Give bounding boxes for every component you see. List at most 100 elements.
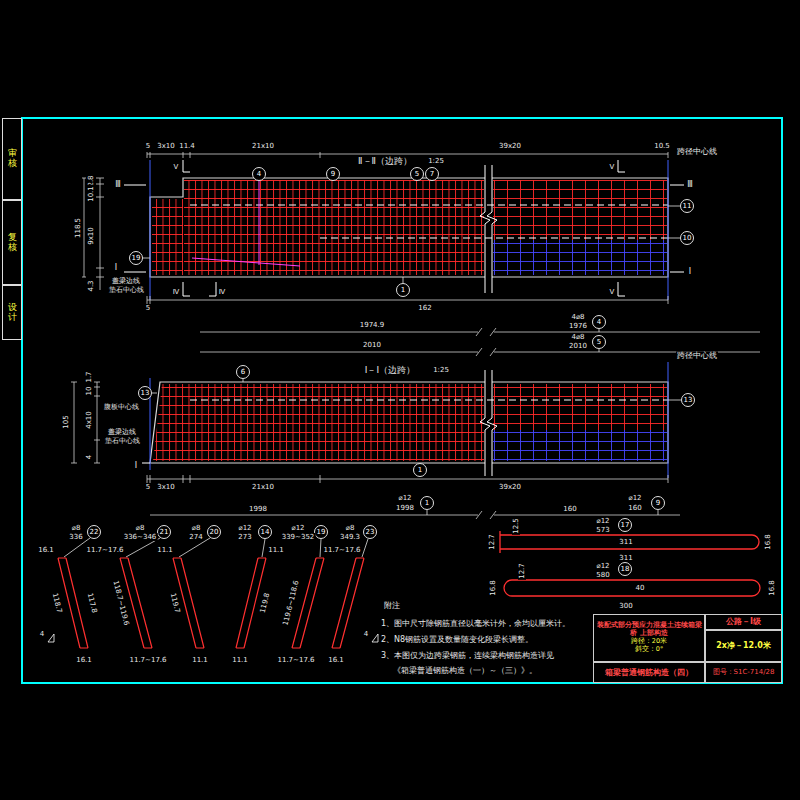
callout-number-text: 9 (331, 171, 335, 178)
rebar-grid (493, 180, 667, 240)
dimension-label: 21x10 (251, 483, 275, 491)
callout-number: 11 (680, 199, 694, 213)
bent-bar (58, 558, 364, 648)
rebar-grid (493, 384, 667, 430)
dimension-label: 1974.9 (359, 321, 386, 329)
dimension-label: 1998 (395, 504, 415, 512)
leader-line (64, 206, 681, 557)
callout-number: 1 (396, 283, 410, 297)
beam-outline (150, 382, 668, 463)
dimension-label: 311 (618, 538, 633, 546)
dimension-label: 5 (145, 304, 151, 312)
dimension-label: 40 (635, 584, 646, 592)
dimension-label: 300 (618, 602, 633, 610)
rebar-grid (152, 180, 667, 461)
callout-number: 4 (592, 315, 606, 329)
dimension-label: ⌀12 (595, 517, 610, 525)
dimension-label: 垫石中心线 (104, 437, 141, 445)
callout-number-text: 5 (415, 171, 419, 178)
straight-bar (500, 531, 759, 553)
dimension-label: 11.7~17.6 (128, 656, 167, 664)
dimension-label: 3x10 (156, 142, 176, 150)
dimension-label: 11.1 (231, 656, 249, 664)
dimension-label: Ⅰ (688, 267, 692, 276)
dimension-label: 11.1 (267, 546, 285, 554)
dimension-label: ⌀8 (71, 524, 82, 532)
callout-number-text: 9 (656, 500, 660, 507)
callout-number: 22 (87, 525, 101, 539)
title-block-cell-text: 装配式部分预应力混凝土连续箱梁桥 上部构造 (596, 622, 702, 638)
title-block-cell-text: 跨径：20米 (631, 638, 667, 646)
bent-bar (58, 558, 88, 648)
callout-number: 19 (314, 525, 328, 539)
dimension-label: 119.7 (168, 591, 181, 614)
rebar-grid (184, 180, 484, 275)
callout-number-text: 7 (430, 171, 434, 178)
section-mark (142, 463, 150, 464)
dimension-label: 5 (145, 142, 151, 150)
dimension-label: ⌀12 (595, 562, 610, 570)
callout-number: 21 (157, 525, 171, 539)
callout-number: 10 (680, 231, 694, 245)
dimension-label: ⌀12 (627, 494, 642, 502)
signature-cell-text: 设计 (8, 303, 17, 323)
dimension-label: 336~346 (123, 533, 158, 541)
dimension-label: 4⌀8 (570, 333, 585, 341)
dimension-label: Ⅳ (172, 288, 180, 296)
special-rebar (192, 181, 300, 266)
bent-bar (332, 558, 364, 648)
beam-outline (150, 178, 668, 277)
callout-number-text: 17 (621, 522, 630, 529)
dimension-label: 跨径中心线 (676, 147, 718, 156)
callout-number-text: 22 (90, 529, 99, 536)
dimension-line (71, 152, 760, 519)
dimension-label: 10 (85, 386, 93, 397)
title-block-cell: 图号：S1C-714/28 (705, 662, 782, 683)
callout-number: 17 (618, 518, 632, 532)
dimension-label: 4 (85, 454, 93, 460)
straight-bar (504, 580, 760, 596)
leader-line (143, 206, 680, 352)
dimension-label: 16.1 (327, 656, 345, 664)
callout-number-text: 20 (210, 529, 219, 536)
prestress-line (190, 399, 668, 400)
dimension-label: 339~352 (281, 533, 316, 541)
dimension-label: 16.1 (75, 656, 93, 664)
dimension-label: 10.5 (653, 142, 671, 150)
dimension-label: Ⅲ (114, 180, 122, 189)
dimension-label: 12.7 (488, 533, 496, 551)
section-sign (48, 634, 378, 642)
dimension-label: 119.8 (258, 591, 271, 614)
note-text: 附注 (383, 601, 401, 610)
break-symbol (485, 165, 492, 293)
dimension-label: 105 (62, 414, 70, 429)
dimension-label: 腹板中心线 (103, 403, 140, 411)
dimension-label: 16.8 (764, 533, 772, 551)
callout-number-text: 13 (684, 397, 693, 404)
dimension-label: Ⅲ (686, 180, 694, 189)
dimension-label: Ⅳ (218, 288, 226, 296)
dimension-label: ⌀12 (397, 494, 412, 502)
callout-number: 4 (252, 167, 266, 181)
dimension-label: Ⅴ (173, 163, 180, 171)
dimension-label: ⌀12 (290, 524, 305, 532)
callout-number-text: 14 (261, 529, 270, 536)
callout-number: 18 (618, 562, 632, 576)
dimension-label: 336 (68, 533, 83, 541)
dimension-label: 11.7~17.6 (276, 656, 315, 664)
title-block-cell: 装配式部分预应力混凝土连续箱梁桥 上部构造跨径：20米斜交：0° (593, 614, 705, 662)
rebar-grid (153, 384, 484, 461)
callout-number-text: 19 (132, 255, 141, 262)
dimension-label: 1976 (568, 322, 588, 330)
section-sign (48, 634, 378, 642)
callout-number: 9 (326, 167, 340, 181)
leader-line (152, 379, 681, 515)
dimension-label: 16.1 (37, 546, 55, 554)
dimension-label: ⌀8 (135, 524, 146, 532)
callout-number-text: 4 (257, 171, 261, 178)
dimension-label: 11.7~17.6 (322, 546, 361, 554)
dimension-label: 4x10 (85, 410, 93, 430)
rebar-grid (152, 199, 183, 275)
dimension-label: 12.7 (518, 562, 526, 580)
